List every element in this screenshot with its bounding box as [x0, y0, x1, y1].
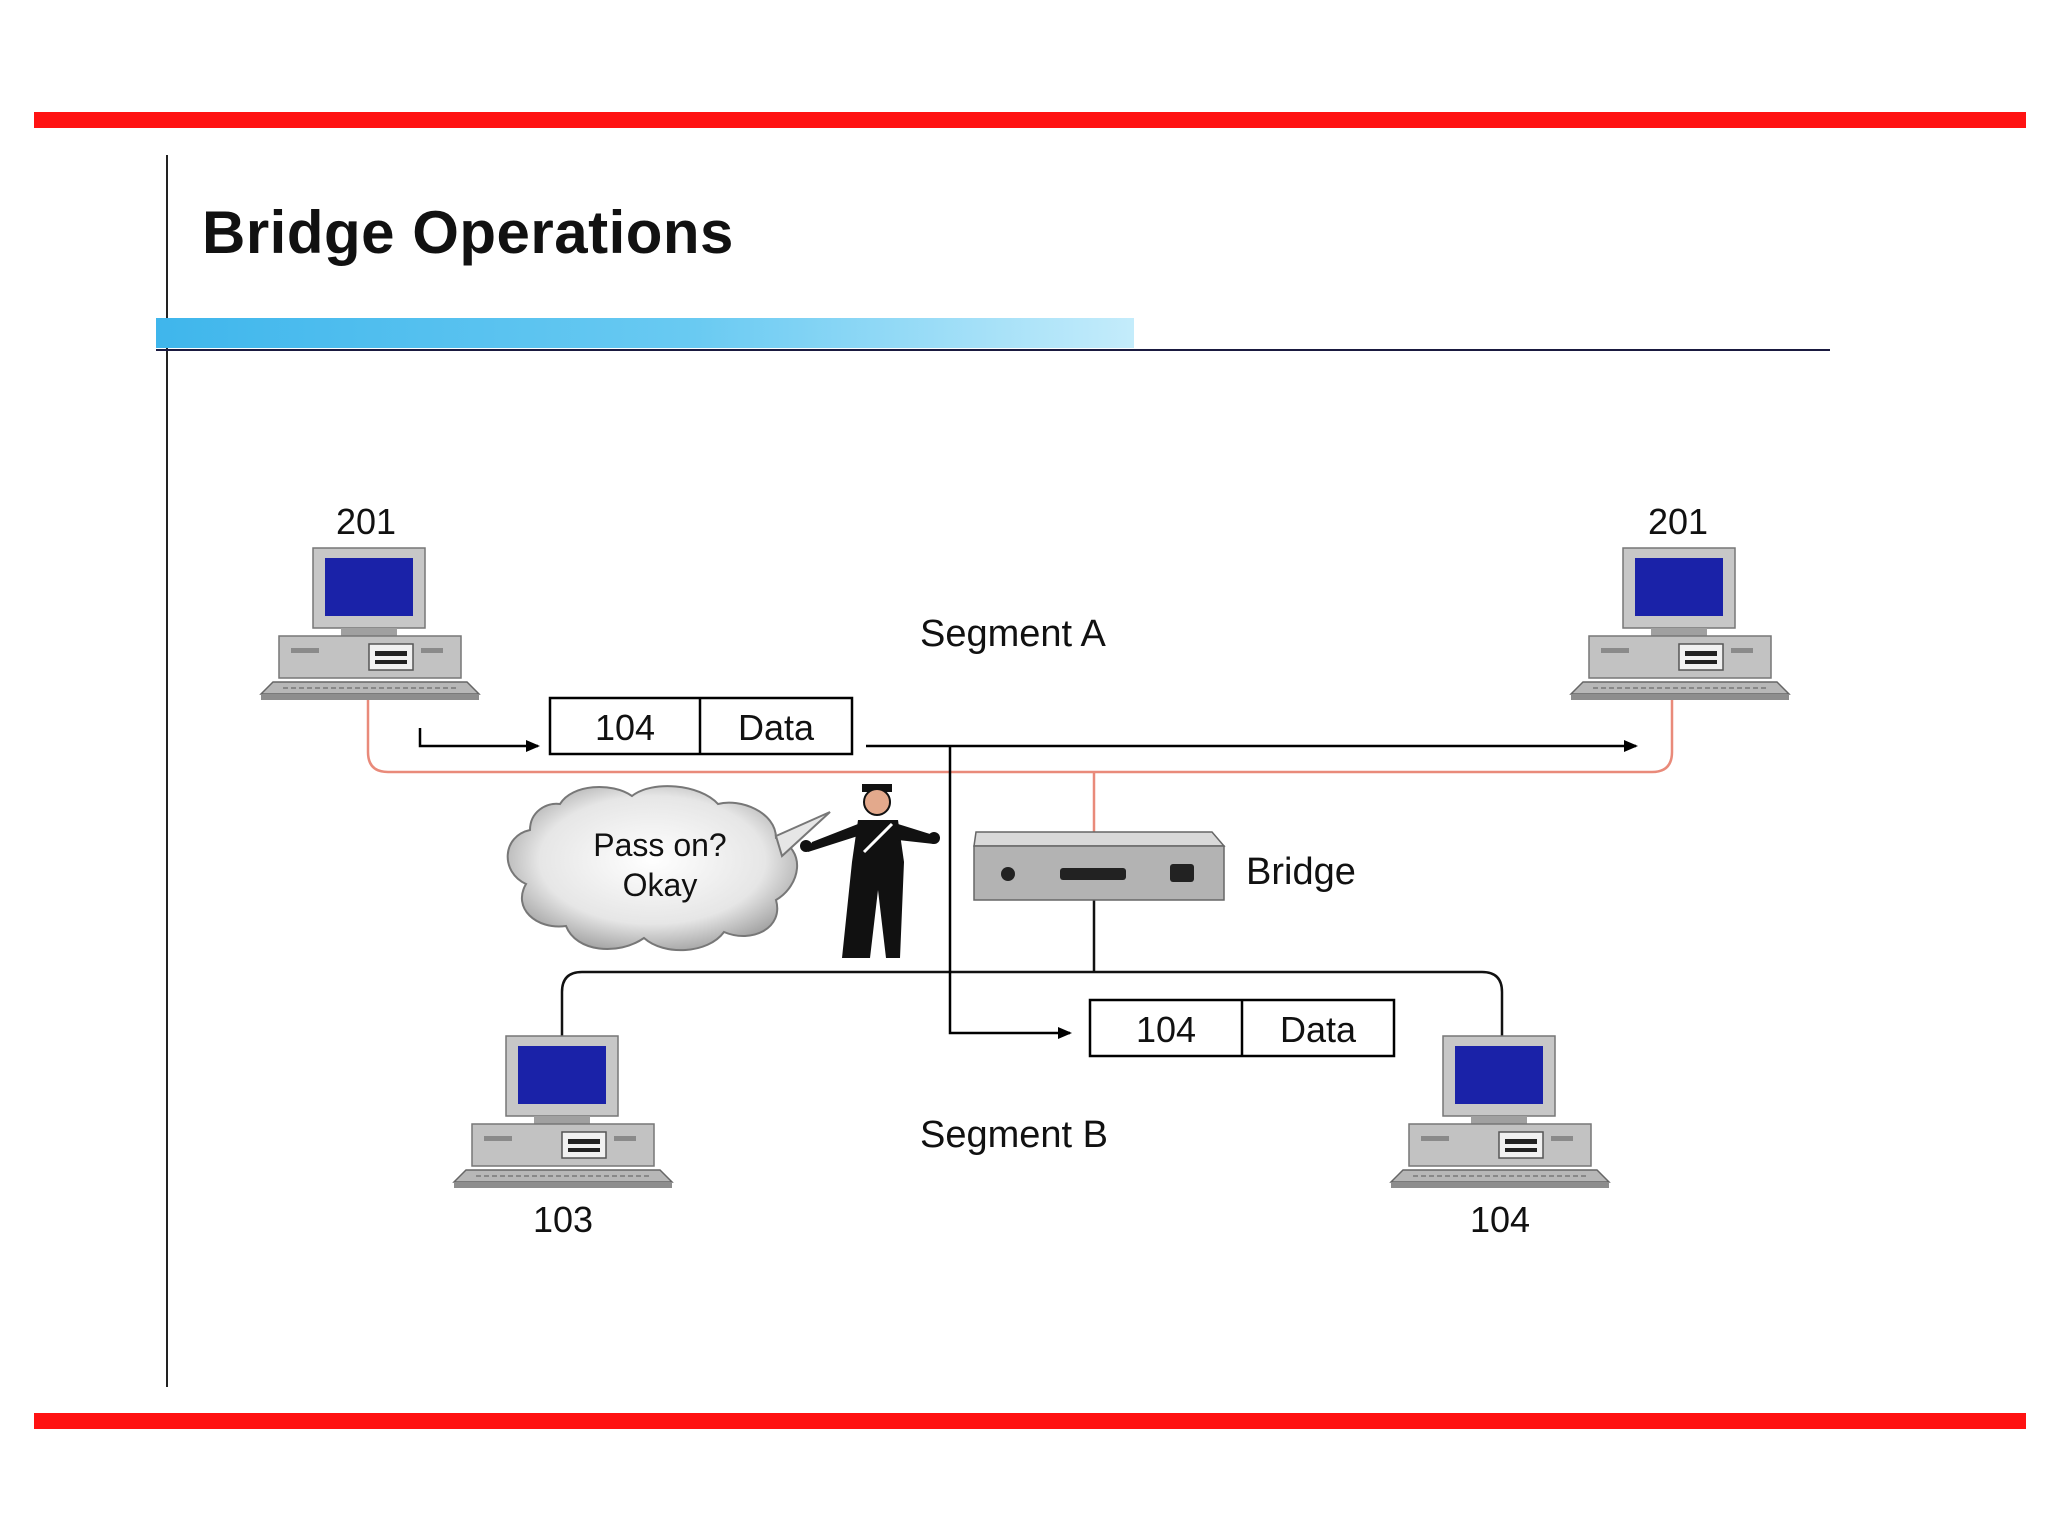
computer-label-103: 103 — [533, 1199, 593, 1240]
traffic-officer-icon — [800, 784, 940, 958]
segment-b-cable — [560, 970, 1504, 1036]
segment-a-label: Segment A — [920, 613, 1107, 655]
speech-line-2: Okay — [623, 867, 698, 903]
frame-bottom: 104 Data — [1088, 998, 1396, 1058]
slide-title: Bridge Operations — [202, 199, 734, 266]
frame-top-address: 104 — [595, 707, 655, 748]
title-underline — [156, 349, 1830, 351]
bottom-red-bar — [34, 1413, 2026, 1429]
bridge-label: Bridge — [1246, 851, 1356, 893]
speech-line-1: Pass on? — [593, 827, 726, 863]
frame-bridge-arrow — [948, 746, 1072, 1039]
computer-104-icon — [1390, 1035, 1610, 1189]
bridge-device-icon — [973, 831, 1226, 901]
segment-a-cable — [366, 700, 1674, 774]
computer-label-104: 104 — [1470, 1199, 1530, 1240]
frame-top-payload: Data — [738, 707, 815, 748]
speech-cloud: Pass on? Okay — [506, 785, 831, 951]
segment-b-label: Segment B — [920, 1114, 1108, 1156]
left-vertical-rule — [166, 155, 168, 1387]
title-gradient-bar — [156, 318, 1134, 348]
computer-201-right-icon — [1570, 547, 1790, 701]
computer-103-icon — [453, 1035, 673, 1189]
computer-label-201-right: 201 — [1648, 501, 1708, 542]
frame-bottom-address: 104 — [1136, 1009, 1196, 1050]
frame-top: 104 Data — [548, 696, 854, 756]
frame-bottom-payload: Data — [1280, 1009, 1357, 1050]
frame-entry-arrow — [418, 728, 540, 752]
top-red-bar — [34, 112, 2026, 128]
computer-label-201-left: 201 — [336, 501, 396, 542]
computer-201-left-icon — [260, 547, 480, 701]
